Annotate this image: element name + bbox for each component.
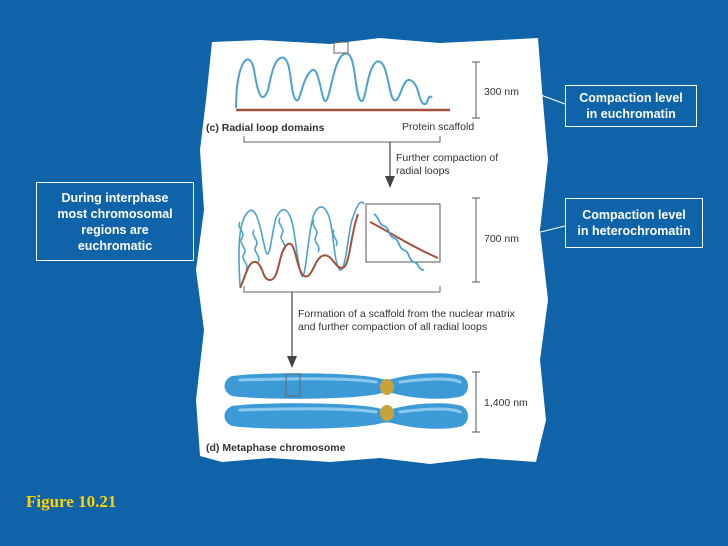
further-compaction-line2: radial loops	[396, 165, 450, 177]
callout-euchromatin-line1: Compaction level	[579, 91, 683, 105]
panel-d-label: (d) Metaphase chromosome	[206, 442, 346, 454]
scale-bar-300	[472, 61, 480, 119]
scale-bar-700	[472, 197, 480, 283]
chromatid-top	[224, 373, 468, 399]
callout-interphase: During interphase most chromosomal regio…	[36, 182, 194, 261]
formation-line2: and further compaction of all radial loo…	[298, 321, 488, 333]
bracket-compacted	[243, 286, 441, 293]
compacted-loops	[238, 201, 365, 287]
chromatid-highlight	[238, 377, 462, 414]
bracket-c	[243, 136, 441, 143]
compaction-arrow-1	[385, 142, 395, 188]
metaphase-chromosome	[224, 373, 468, 429]
formation-line1: Formation of a scaffold from the nuclear…	[298, 308, 515, 320]
zoom-box-top	[333, 41, 349, 54]
callout-interphase-line1: During interphase	[61, 190, 169, 205]
callout-connectors	[507, 90, 566, 241]
callout-interphase-line4: euchromatic	[77, 238, 153, 253]
callout-euchromatin-line2: in euchromatin	[586, 107, 676, 121]
scale-700-label: 700 nm	[484, 233, 520, 245]
callout-interphase-line2: most chromosomal	[57, 206, 173, 221]
callout-euchromatin: Compaction level in euchromatin	[565, 85, 697, 127]
centromere-bottom	[380, 405, 394, 421]
further-compaction-line1: Further compaction of	[396, 152, 499, 164]
centromere-top	[380, 379, 394, 395]
scale-bar-1400	[472, 371, 480, 433]
protein-scaffold-label: Protein scaffold	[402, 121, 475, 133]
callout-interphase-line3: regions are	[81, 222, 149, 237]
scale-1400-label: 1,400 nm	[484, 397, 528, 409]
zoom-inset-loops	[369, 213, 439, 271]
chromatid-bottom	[224, 403, 468, 429]
zoom-box-chromosome	[285, 373, 301, 397]
callout-heterochromatin-line1: Compaction level	[582, 208, 686, 222]
scale-300-label: 300 nm	[484, 86, 520, 98]
panel-c-label: (c) Radial loop domains	[206, 122, 325, 134]
callout-heterochromatin: Compaction level in heterochromatin	[565, 198, 703, 248]
callout-heterochromatin-line2: in heterochromatin	[577, 224, 691, 238]
radial-loop-domains	[235, 52, 433, 109]
radial-loops	[235, 52, 433, 109]
scaffold-curve-compacted	[239, 213, 359, 289]
compaction-arrow-2	[287, 292, 297, 368]
figure-label: Figure 10.21	[26, 492, 117, 511]
